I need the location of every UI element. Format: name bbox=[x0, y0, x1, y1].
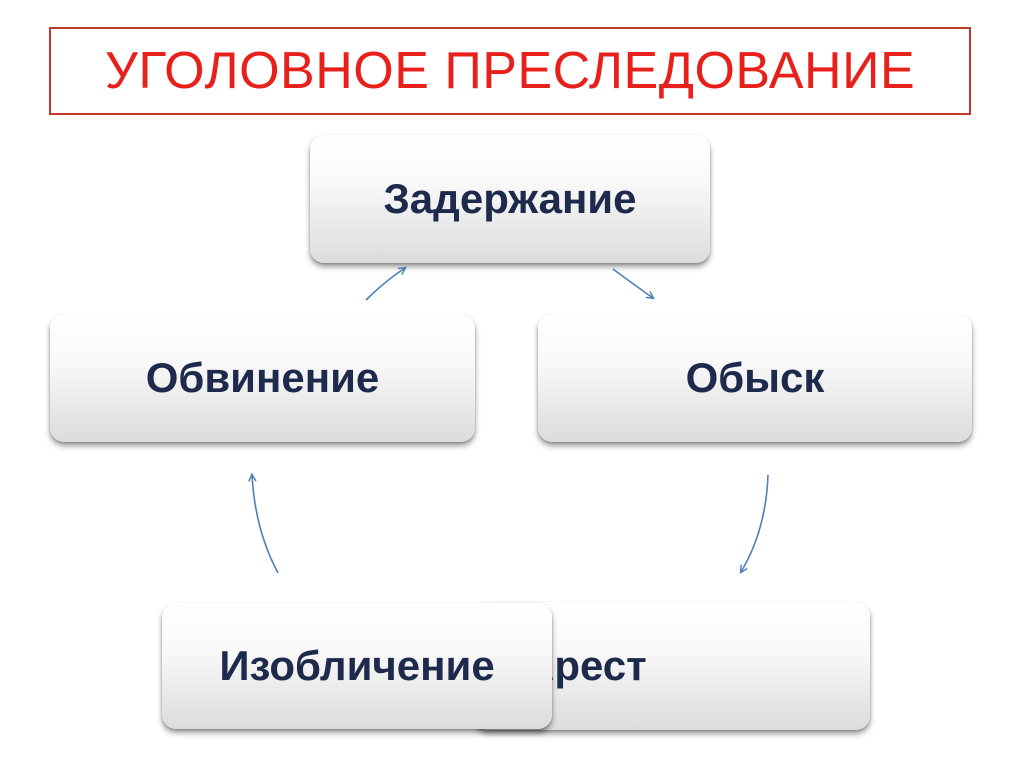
arrow-search-to-arrest bbox=[741, 474, 769, 572]
arrow-exposure-to-charge bbox=[252, 475, 279, 574]
node-detention-label: Задержание bbox=[383, 175, 637, 222]
arrow-detention-to-search bbox=[612, 268, 653, 298]
node-search: Обыск bbox=[538, 314, 972, 442]
node-charge-label: Обвинение bbox=[145, 354, 380, 401]
slide-title: УГОЛОВНОЕ ПРЕСЛЕДОВАНИЕ bbox=[104, 42, 916, 100]
node-exposure-label: Изобличение bbox=[219, 642, 495, 689]
slide-title-frame: УГОЛОВНОЕ ПРЕСЛЕДОВАНИЕ bbox=[49, 27, 971, 115]
node-detention: Задержание bbox=[310, 135, 710, 263]
node-exposure: Изобличение bbox=[162, 603, 552, 729]
arrow-charge-to-detention bbox=[365, 268, 405, 301]
node-charge: Обвинение bbox=[50, 314, 475, 442]
node-search-label: Обыск bbox=[685, 354, 825, 401]
